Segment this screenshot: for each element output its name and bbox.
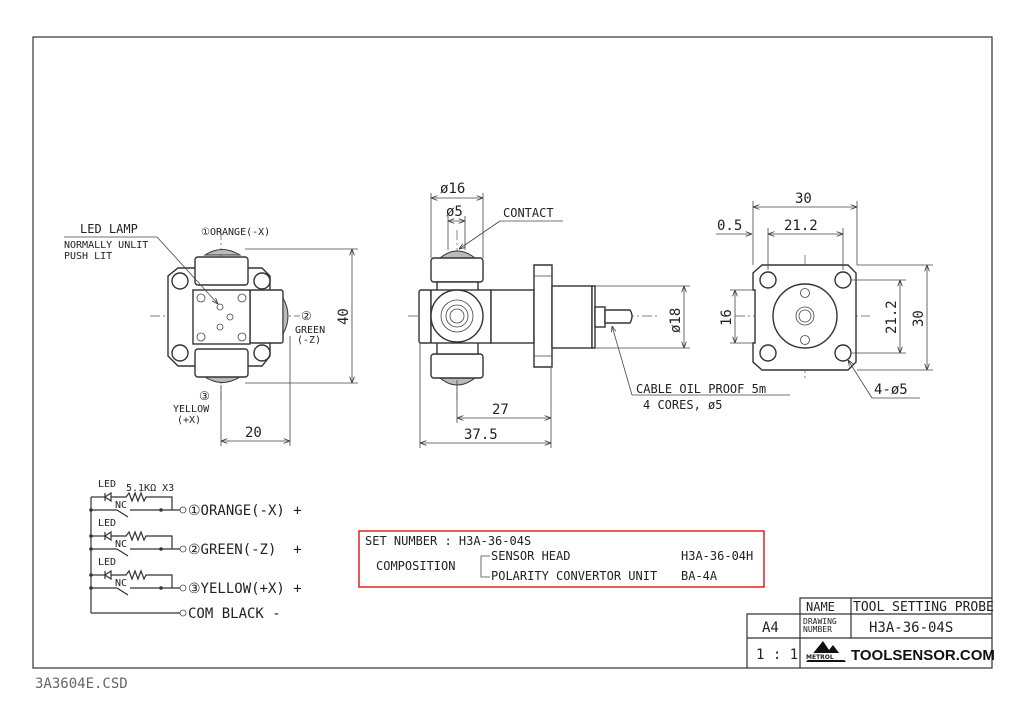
dim-37-5: 37.5 bbox=[464, 427, 498, 443]
dim-27: 27 bbox=[492, 402, 509, 418]
metrol-logo-text: METROL bbox=[806, 654, 834, 661]
drawing-number-label-2: NUMBER bbox=[803, 625, 832, 634]
name-label: NAME bbox=[806, 600, 835, 614]
led-lamp-label: LED LAMP bbox=[80, 222, 138, 236]
dim-pitch-v: 21.2 bbox=[884, 300, 900, 334]
port-3-number: ③ bbox=[199, 389, 210, 403]
led-note-1: NORMALLY UNLIT bbox=[64, 240, 148, 251]
wiring-diagram: LED 5.1KΩ X3 NC LED NC LED NC ①ORANGE(-X… bbox=[89, 479, 302, 622]
metrol-logo: METROL bbox=[803, 641, 847, 662]
wire-green: ②GREEN(-Z) + bbox=[188, 542, 302, 558]
wire-com-black: COM BLACK - bbox=[188, 606, 281, 622]
dim-width-30: 30 bbox=[795, 191, 812, 207]
rear-view: 30 21.2 0.5 16 21.2 30 4-ø5 bbox=[716, 191, 933, 399]
cable-spec-2: 4 CORES, ø5 bbox=[643, 398, 722, 412]
nc-label-2: NC bbox=[115, 539, 127, 550]
nc-label-3: NC bbox=[115, 578, 127, 589]
led-note-2: PUSH LIT bbox=[64, 251, 112, 262]
file-name: 3A3604E.CSD bbox=[35, 676, 128, 692]
resistor-label: 5.1KΩ X3 bbox=[126, 483, 174, 494]
composition-label: COMPOSITION bbox=[376, 559, 455, 573]
drawing-number: H3A-36-04S bbox=[869, 620, 953, 636]
dim-16: 16 bbox=[719, 309, 735, 326]
dim-height-40: 40 bbox=[336, 308, 352, 325]
cable-spec-1: CABLE OIL PROOF 5m bbox=[636, 382, 766, 396]
set-number: SET NUMBER : H3A-36-04S bbox=[365, 534, 531, 548]
dim-outer-dia: ø16 bbox=[440, 181, 465, 197]
port-2-axis: (-Z) bbox=[297, 335, 321, 346]
drawing-frame bbox=[32, 36, 993, 669]
item-sensor-head-code: H3A-36-04H bbox=[681, 549, 753, 563]
port-3-axis: (+X) bbox=[177, 415, 201, 426]
drawing-name: TOOL SETTING PROBE bbox=[853, 600, 994, 615]
port-2-number: ② bbox=[301, 309, 312, 323]
led-label-3: LED bbox=[98, 557, 116, 568]
paper-size: A4 bbox=[762, 620, 779, 636]
front-view: LED LAMP NORMALLY UNLIT PUSH LIT ①ORANGE… bbox=[64, 222, 358, 446]
dim-contact-dia: ø5 bbox=[446, 204, 463, 220]
wire-orange: ①ORANGE(-X) + bbox=[188, 503, 302, 519]
item-sensor-head: SENSOR HEAD bbox=[491, 549, 570, 563]
led-label-1: LED bbox=[98, 479, 116, 490]
dim-pitch-h: 21.2 bbox=[784, 218, 818, 234]
led-label-2: LED bbox=[98, 518, 116, 529]
scale: 1 : 1 bbox=[756, 647, 798, 663]
side-view: ø16 ø5 CONTACT ø18 CABLE OIL PROOF 5m 4 … bbox=[408, 181, 790, 448]
wire-yellow: ③YELLOW(+X) + bbox=[188, 581, 302, 597]
drawing-number-label-1: DRAWING bbox=[803, 617, 837, 626]
set-number-box: SET NUMBER : H3A-36-04S COMPOSITION SENS… bbox=[358, 530, 765, 588]
port-2-label: GREEN bbox=[295, 325, 325, 336]
dim-body-dia: ø18 bbox=[668, 308, 684, 333]
title-block: NAME TOOL SETTING PROBE DRAWING NUMBER H… bbox=[746, 597, 995, 668]
holes-spec: 4-ø5 bbox=[874, 382, 908, 398]
dim-step: 0.5 bbox=[717, 218, 742, 234]
item-polarity-unit: POLARITY CONVERTOR UNIT bbox=[491, 569, 657, 583]
item-polarity-unit-code: BA-4A bbox=[681, 569, 718, 583]
dim-offset-20: 20 bbox=[245, 425, 262, 441]
port-1-label: ①ORANGE(-X) bbox=[201, 227, 270, 238]
nc-label-1: NC bbox=[115, 500, 127, 511]
port-3-label: YELLOW bbox=[173, 404, 210, 415]
site-logo-text: TOOLSENSOR.COM bbox=[851, 647, 995, 664]
dim-height-30: 30 bbox=[911, 310, 927, 327]
contact-label: CONTACT bbox=[503, 206, 554, 220]
